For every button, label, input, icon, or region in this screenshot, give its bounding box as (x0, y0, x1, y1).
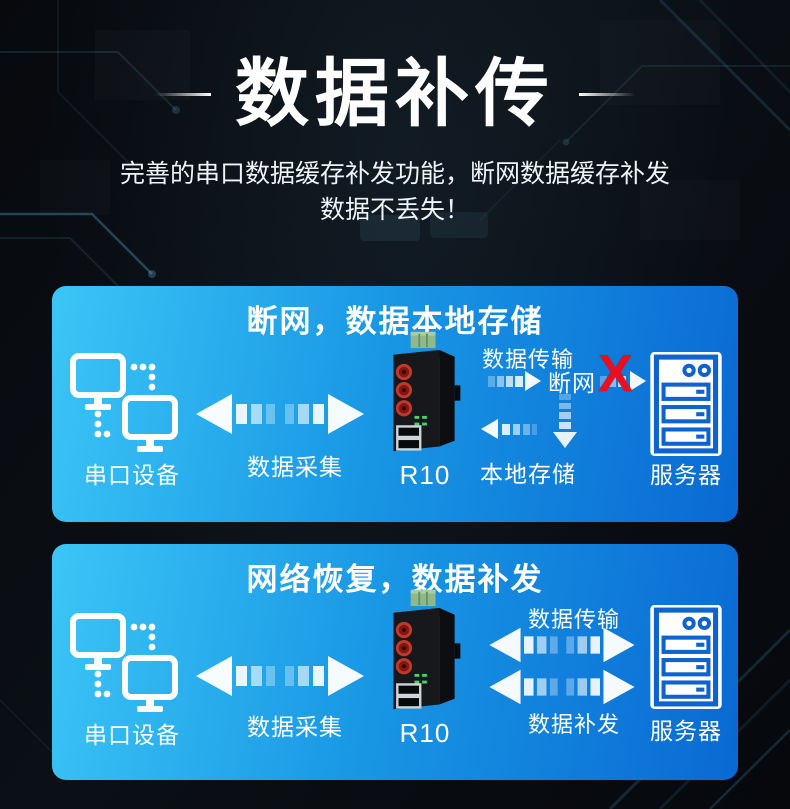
server-label: 服务器 (650, 462, 722, 488)
subtitle-line2: 数据不丢失！ (319, 196, 470, 224)
data-transmit-label: 数据传输 (527, 607, 620, 632)
r10-device-icon (393, 589, 461, 710)
local-storage-label: 本地存储 (480, 461, 576, 487)
title-dash-left (155, 92, 211, 96)
transmit-bidirectional-arrow-icon (489, 627, 635, 663)
panel2-title: 网络恢复，数据补发 (246, 562, 544, 597)
serial-devices-label: 串口设备 (84, 462, 180, 488)
title-dash-right (579, 92, 635, 96)
data-resend-label: 数据补发 (527, 712, 620, 737)
r10-device-icon (393, 331, 461, 452)
blocked-right-arrow-icon (600, 371, 646, 391)
dashed-down-arrow-icon (553, 394, 577, 448)
serial-devices-label: 串口设备 (84, 722, 180, 748)
data-collect-bidirectional-arrow-icon (196, 394, 364, 434)
serial-devices-icon (70, 613, 178, 712)
data-transmit-label: 数据传输 (481, 347, 574, 372)
server-icon (650, 605, 722, 709)
header: 数据补传 完善的串口数据缓存补发功能，断网数据缓存补发 数据不丢失！ (0, 0, 790, 228)
red-x-icon: X (598, 345, 633, 403)
transmit-right-arrow-icon (488, 371, 541, 391)
panel-disconnect-local-storage: 断网，数据本地存储 串口设备 (52, 286, 738, 522)
data-collect-label: 数据采集 (247, 714, 343, 740)
page-title: 数据补传 (235, 52, 555, 135)
disconnect-label: 断网 (548, 370, 596, 396)
subtitle: 完善的串口数据缓存补发功能，断网数据缓存补发 数据不丢失！ (0, 156, 790, 228)
resend-bidirectional-arrow-icon (489, 669, 635, 705)
data-collect-bidirectional-arrow-icon (196, 656, 364, 696)
r10-device-label: R10 (399, 718, 451, 748)
server-label: 服务器 (650, 718, 722, 744)
data-collect-label: 数据采集 (247, 454, 343, 480)
dashed-left-arrow-icon (481, 419, 537, 439)
panel-network-restore-resend: 网络恢复，数据补发 串口设备 (52, 544, 738, 780)
r10-device-label: R10 (399, 460, 451, 490)
subtitle-line1: 完善的串口数据缓存补发功能，断网数据缓存补发 (119, 160, 670, 188)
serial-devices-icon (70, 353, 178, 452)
panel1-title: 断网，数据本地存储 (246, 304, 544, 339)
server-icon (650, 352, 722, 456)
